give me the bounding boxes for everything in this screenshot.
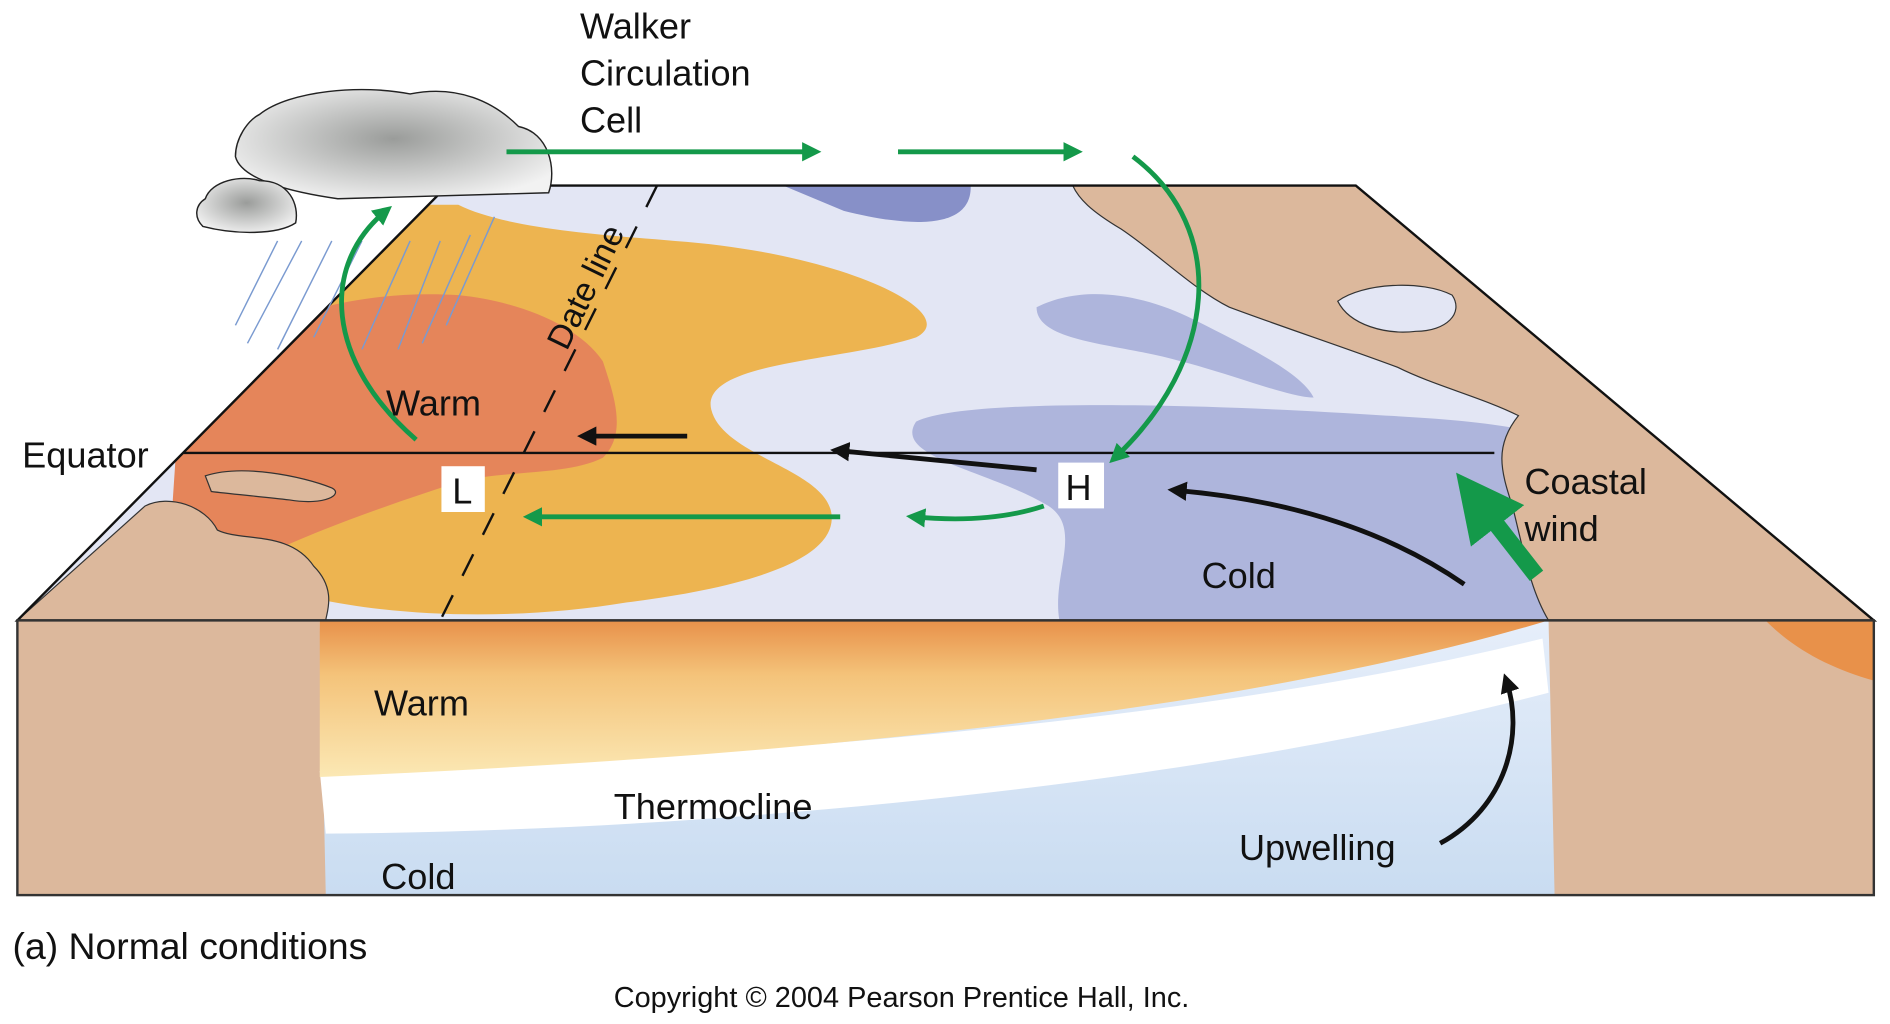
copyright: Copyright © 2004 Pearson Prentice Hall, … <box>614 982 1190 1014</box>
cold-tongue-equator <box>912 405 1591 621</box>
walker-label-1: Walker <box>580 6 691 47</box>
coastal-wind-label-1: Coastal <box>1524 461 1647 502</box>
warm-surface-label: Warm <box>386 383 481 424</box>
cold-pool-north <box>771 185 971 222</box>
thermocline-band <box>319 638 1549 834</box>
cold-section-label: Cold <box>381 856 455 897</box>
rising-arrow <box>339 205 418 442</box>
australia-land <box>17 500 330 621</box>
surface-current-arrows <box>577 426 1520 846</box>
equator-label: Equator <box>22 434 149 475</box>
cold-tongue-mexico <box>1036 294 1314 398</box>
ocean-cross-section <box>16 619 1876 897</box>
trade-wind-arrow-2 <box>906 503 1045 528</box>
walker-label-3: Cell <box>580 100 642 141</box>
rain-cloud <box>196 88 553 350</box>
upwelling-label: Upwelling <box>1239 827 1396 868</box>
svg-text:Walker Circulation Cel: Walker Circulation Cell <box>580 6 761 141</box>
date-line <box>439 184 659 621</box>
current-arrow-2 <box>830 442 1037 473</box>
east-sea-corner <box>1765 620 1874 681</box>
high-pressure-box <box>1058 462 1105 509</box>
walker-label-2: Circulation <box>580 53 751 94</box>
low-pressure-box <box>441 466 485 512</box>
thermocline-label: Thermocline <box>614 786 813 827</box>
current-arrow-3 <box>1167 481 1466 587</box>
cold-surface-label: Cold <box>1202 555 1276 596</box>
low-pressure-label: L <box>452 471 472 512</box>
walker-circulation-arrows <box>339 142 1544 582</box>
warm-section-label: Warm <box>374 683 469 724</box>
coastal-wind-arrow <box>1456 472 1544 582</box>
descending-arrow <box>1109 154 1202 464</box>
high-pressure-label: H <box>1065 467 1091 508</box>
gulf-of-mexico <box>1336 284 1457 333</box>
section-warm <box>319 620 1549 778</box>
caption: (a) Normal conditions <box>13 925 368 967</box>
upwelling-arrow <box>1438 673 1520 846</box>
ocean-surface <box>17 185 1874 621</box>
coastal-wind-label-2: wind <box>1523 508 1598 549</box>
svg-text:Coastal wind: Coastal wind <box>1523 461 1657 549</box>
new-guinea <box>204 470 337 503</box>
